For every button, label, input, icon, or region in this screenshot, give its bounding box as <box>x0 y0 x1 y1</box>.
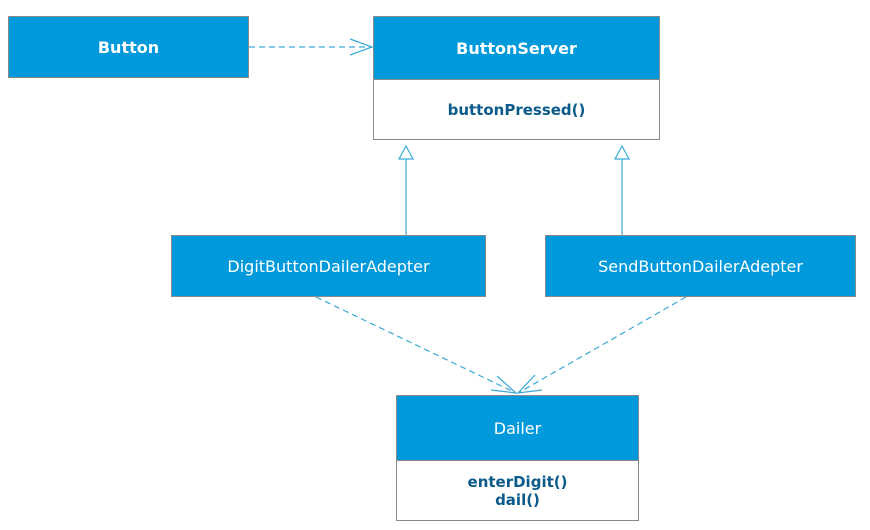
edge-button-to-buttonserver <box>249 38 374 56</box>
dailer-method-enterdigit: enterDigit() <box>467 472 568 491</box>
dailer-methods: enterDigit() dail() <box>397 461 638 520</box>
edge-digitadapter-to-dailer <box>315 296 518 394</box>
button-class-label: Button <box>97 37 160 57</box>
buttonserver-methods: buttonPressed() <box>374 80 659 139</box>
dailer-method-dail: dail() <box>495 490 540 509</box>
digit-adapter-class-node: DigitButtonDailerAdepter <box>171 235 486 297</box>
button-class-node: Button <box>8 16 249 78</box>
edge-sendadapter-to-dailer <box>516 296 687 394</box>
send-adapter-class-node: SendButtonDailerAdepter <box>545 235 856 297</box>
dailer-class-label: Dailer <box>493 418 542 438</box>
dailer-class-box: Dailer enterDigit() dail() <box>396 395 639 521</box>
buttonserver-class-label: ButtonServer <box>456 38 577 58</box>
edge-sendadapter-to-buttonserver <box>613 144 631 236</box>
buttonserver-class-header: ButtonServer <box>374 17 659 80</box>
edge-digitadapter-to-buttonserver <box>397 144 415 236</box>
send-adapter-class-label: SendButtonDailerAdepter <box>598 256 803 276</box>
digit-adapter-class-label: DigitButtonDailerAdepter <box>227 256 430 276</box>
buttonserver-method: buttonPressed() <box>447 100 586 119</box>
buttonserver-class-box: ButtonServer buttonPressed() <box>373 16 660 140</box>
dailer-class-header: Dailer <box>397 396 638 461</box>
